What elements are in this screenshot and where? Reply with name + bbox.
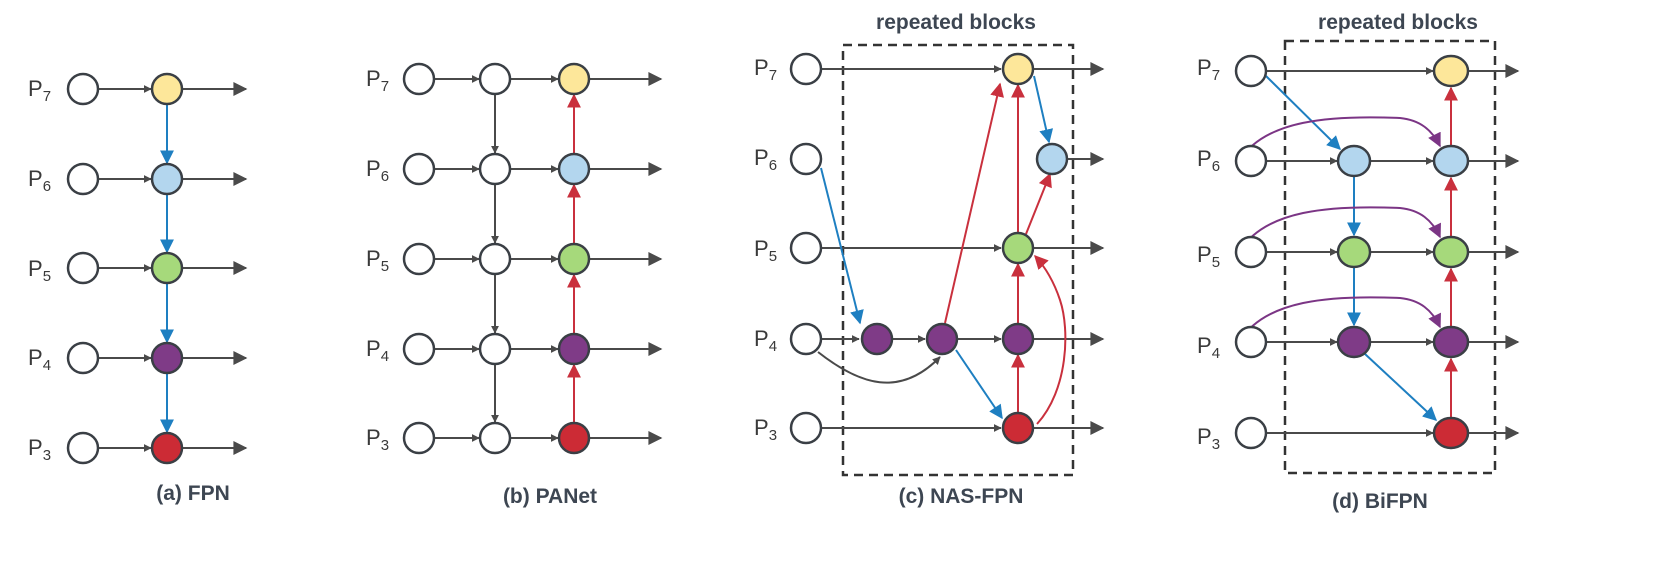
bifpn-repeated-box [1283,39,1497,475]
level-label-p3: P3 [754,415,777,444]
panet-input-nodes [402,62,436,455]
level-label-p3: P3 [366,425,389,454]
bifpn-gray-arrows [1267,64,1520,440]
bifpn-repeated-label: repeated blocks [1318,11,1478,34]
nasfpn-panel: repeated blocks P7 P6 P5 P4 P3 [754,11,1105,508]
panet-lateral-arrows [434,72,663,445]
bifpn-level-labels: P7 P6 P5 P4 P3 [1197,55,1220,453]
panet-level-labels: P7 P6 P5 P4 P3 [366,66,389,454]
nasfpn-input-nodes [789,52,823,445]
level-label-p4: P4 [754,326,777,355]
nasfpn-block-nodes [860,52,1069,445]
fpn-input-nodes [66,72,100,465]
fpn-lateral-arrows [98,82,248,455]
fpn-panel: P7 P6 P5 P4 P3 [28,72,248,505]
bifpn-panel: repeated blocks P7 P6 P5 P4 P3 [1197,11,1520,513]
bifpn-skip-arrows [1239,116,1441,342]
level-label-p3: P3 [28,435,51,464]
fpn-output-nodes [150,72,184,465]
bifpn-output-nodes [1432,54,1470,450]
level-label-p5: P5 [754,236,777,265]
level-label-p5: P5 [28,256,51,285]
panet-panel: P7 P6 P5 P4 P3 [366,62,663,508]
level-label-p6: P6 [366,156,389,185]
level-label-p4: P4 [28,345,51,374]
caption-fpn: (a) FPN [156,482,230,505]
level-label-p7: P7 [366,66,389,95]
caption-panet: (b) PANet [503,485,597,508]
level-label-p6: P6 [754,145,777,174]
level-label-p6: P6 [28,166,51,195]
caption-bifpn: (d) BiFPN [1332,490,1428,513]
level-label-p5: P5 [1197,242,1220,271]
panet-intermediate-nodes [478,62,512,455]
level-label-p7: P7 [1197,55,1220,84]
fpn-level-labels: P7 P6 P5 P4 P3 [28,76,51,464]
level-label-p7: P7 [28,76,51,105]
caption-nasfpn: (c) NAS-FPN [899,485,1024,508]
level-label-p6: P6 [1197,146,1220,175]
bifpn-blue-arrows [1265,75,1438,421]
nasfpn-repeated-label: repeated blocks [876,11,1036,34]
nasfpn-gray-arrows [817,62,1105,435]
panet-output-nodes [557,62,591,455]
nasfpn-red-arrows [944,82,1067,425]
level-label-p7: P7 [754,55,777,84]
bifpn-intermediate-nodes [1336,144,1372,359]
level-label-p4: P4 [1197,333,1220,362]
level-label-p5: P5 [366,246,389,275]
level-label-p4: P4 [366,336,389,365]
level-label-p3: P3 [1197,424,1220,453]
bifpn-input-nodes [1234,54,1268,450]
nasfpn-level-labels: P7 P6 P5 P4 P3 [754,55,777,444]
nasfpn-blue-arrows [820,75,1054,420]
